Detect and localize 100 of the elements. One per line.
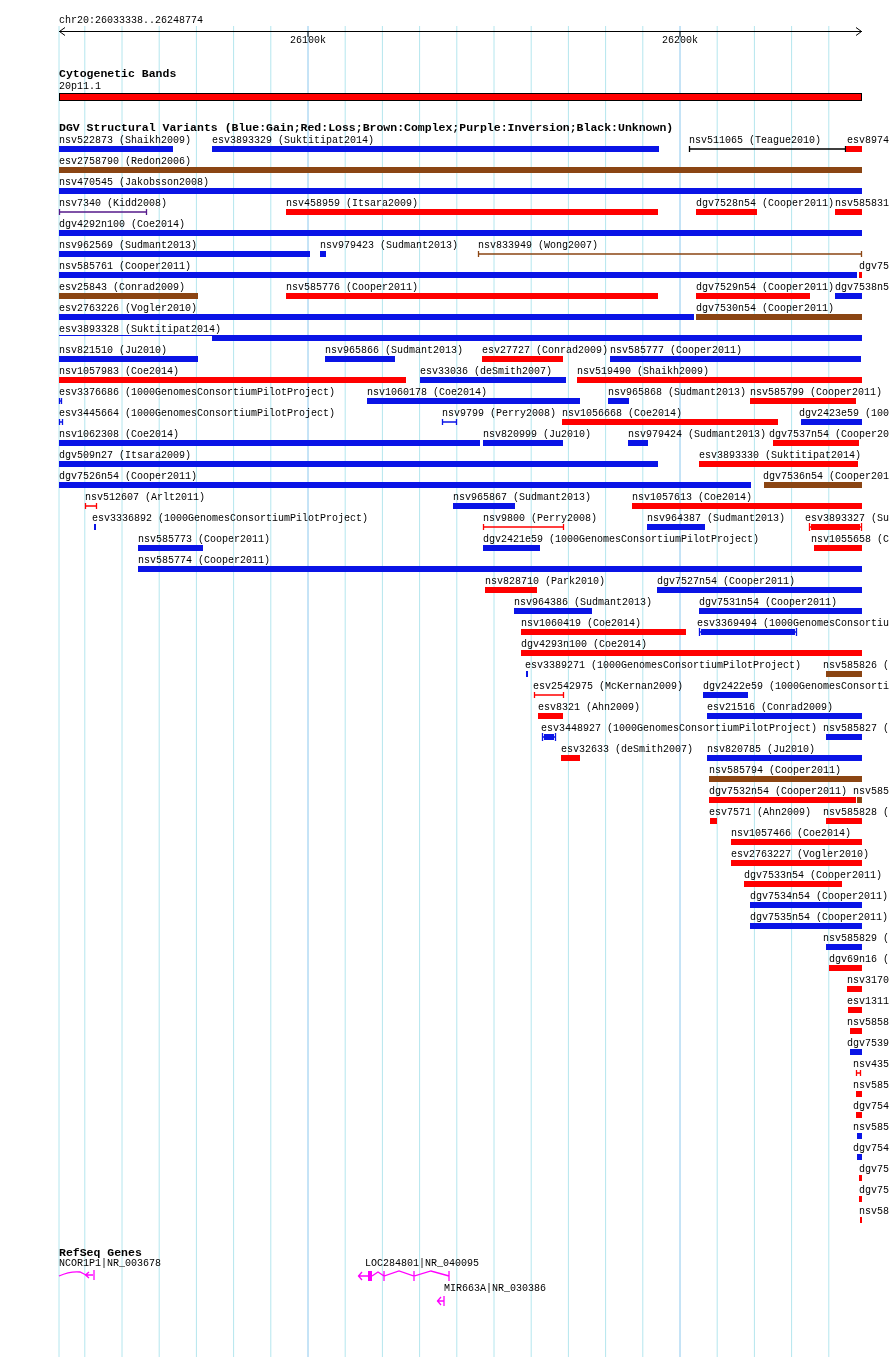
feature-label: nsv828710 (Park2010) bbox=[485, 576, 606, 587]
feature-label: nsv1057466 (Coe2014) bbox=[731, 828, 852, 839]
feature-label: nsv458959 (Itsara2009) bbox=[286, 198, 419, 209]
axis-tick-label: 26200k bbox=[662, 35, 698, 46]
feature-label: nsv1060178 (Coe2014) bbox=[367, 387, 488, 398]
feature-label: esv3893329 (Suktitipat2014) bbox=[212, 135, 375, 146]
track-label: MIR663A|NR_030386 bbox=[444, 1283, 547, 1294]
feature-label: nsv585761 (Cooper2011) bbox=[59, 261, 192, 272]
feature-label: nsv585799 (Cooper2011) bbox=[750, 387, 883, 398]
track-label: 20p11.1 bbox=[59, 81, 101, 92]
feature-label: nsv9799 (Perry2008) bbox=[442, 408, 557, 419]
feature-label: nsv512607 (Arlt2011) bbox=[85, 492, 206, 503]
feature-label: nsv470545 (Jakobsson2008) bbox=[59, 177, 210, 188]
feature-label: nsv820999 (Ju2010) bbox=[483, 429, 592, 440]
feature-label: nsv965866 (Sudmant2013) bbox=[325, 345, 464, 356]
feature-label: dgv7526n54 (Cooper2011) bbox=[59, 471, 198, 482]
feature-label: esv2763226 (Vogler2010) bbox=[59, 303, 198, 314]
feature-label: esv3893328 (Suktitipat2014) bbox=[59, 324, 222, 335]
feature-label: dgv75 bbox=[859, 1185, 889, 1196]
feature-label: nsv9800 (Perry2008) bbox=[483, 513, 598, 524]
feature-label: nsv585 bbox=[853, 1122, 889, 1133]
feature-label: nsv585829 ( bbox=[823, 933, 889, 944]
feature-label: esv1311 bbox=[847, 996, 889, 1007]
feature-label: nsv964387 (Sudmant2013) bbox=[647, 513, 786, 524]
feature-label: dgv7536n54 (Cooper201 bbox=[762, 471, 889, 482]
feature-label: esv2763227 (Vogler2010) bbox=[731, 849, 870, 860]
feature-label: dgv7530n54 (Cooper2011) bbox=[696, 303, 835, 314]
feature-label: esv2758790 (Redon2006) bbox=[59, 156, 192, 167]
feature-label: nsv979424 (Sudmant2013) bbox=[628, 429, 767, 440]
feature-label: dgv7538n5 bbox=[835, 282, 889, 293]
feature-label: nsv511065 (Teague2010) bbox=[689, 135, 822, 146]
feature-label: nsv1062308 (Coe2014) bbox=[59, 429, 180, 440]
feature-label: dgv754 bbox=[853, 1101, 889, 1112]
feature-label: esv3369494 (1000GenomesConsortiu bbox=[696, 618, 889, 629]
feature-label: dgv754 bbox=[853, 1143, 889, 1154]
feature-label: nsv3170 bbox=[847, 975, 889, 986]
feature-label: dgv75 bbox=[859, 1164, 889, 1175]
track-label: NCOR1P1|NR_003678 bbox=[59, 1258, 162, 1269]
feature-label: nsv585827 ( bbox=[823, 723, 889, 734]
feature-label: nsv585774 (Cooper2011) bbox=[138, 555, 271, 566]
feature-label: nsv979423 (Sudmant2013) bbox=[320, 240, 459, 251]
feature-label: dgv7537n54 (Cooper20 bbox=[768, 429, 889, 440]
feature-label: nsv435 bbox=[853, 1059, 889, 1070]
feature-label: esv21516 (Conrad2009) bbox=[707, 702, 834, 713]
feature-label: dgv7535n54 (Cooper2011) bbox=[750, 912, 889, 923]
feature-label: dgv2421e59 (1000GenomesConsortiumPilotProject) bbox=[483, 534, 760, 545]
track-label: chr20:26033338..26248774 bbox=[59, 15, 204, 26]
feature-label: esv7571 (Ahn2009) bbox=[709, 807, 812, 818]
feature-label: nsv962569 (Sudmant2013) bbox=[59, 240, 198, 251]
axis-tick-label: 26100k bbox=[290, 35, 326, 46]
feature-label: dgv7533n54 (Cooper2011) bbox=[744, 870, 883, 881]
feature-label: nsv833949 (Wong2007) bbox=[478, 240, 599, 251]
feature-label: nsv585773 (Cooper2011) bbox=[138, 534, 271, 545]
feature-label: nsv585828 ( bbox=[823, 807, 889, 818]
feature-label: nsv585831 bbox=[835, 198, 889, 209]
feature-label: nsv1056668 (Coe2014) bbox=[562, 408, 683, 419]
feature-label: esv3376686 (1000GenomesConsortiumPilotProject) bbox=[59, 387, 336, 398]
track-title: Cytogenetic Bands bbox=[59, 67, 177, 80]
feature-label: esv3445664 (1000GenomesConsortiumPilotProject) bbox=[59, 408, 336, 419]
track-title: DGV Structural Variants (Blue:Gain;Red:Loss;Brown:Complex;Purple:Inversion;Black:Unknown) bbox=[59, 121, 674, 134]
feature-label: esv3448927 (1000GenomesConsortiumPilotProject) bbox=[541, 723, 818, 734]
feature-label: dgv69n16 ( bbox=[829, 954, 889, 965]
feature-label: dgv75 bbox=[859, 261, 889, 272]
feature-label: esv25843 (Conrad2009) bbox=[59, 282, 186, 293]
feature-label: nsv7340 (Kidd2008) bbox=[59, 198, 168, 209]
feature-label: dgv509n27 (Itsara2009) bbox=[59, 450, 192, 461]
feature-label: nsv821510 (Ju2010) bbox=[59, 345, 168, 356]
feature-label: dgv7529n54 (Cooper2011) bbox=[696, 282, 835, 293]
track-label: LOC284801|NR_040095 bbox=[365, 1258, 480, 1269]
feature-label: dgv7532n54 (Cooper2011) bbox=[709, 786, 848, 797]
feature-label: dgv7539 bbox=[847, 1038, 889, 1049]
feature-label: esv3336892 (1000GenomesConsortiumPilotProject) bbox=[92, 513, 369, 524]
feature-label: nsv1060419 (Coe2014) bbox=[521, 618, 642, 629]
feature-label: dgv2423e59 (100 bbox=[799, 408, 889, 419]
feature-label: nsv519490 (Shaikh2009) bbox=[577, 366, 710, 377]
feature-label: nsv1055658 (C bbox=[811, 534, 889, 545]
feature-label: esv3893327 (Su bbox=[805, 513, 889, 524]
feature-label: esv33036 (deSmith2007) bbox=[420, 366, 553, 377]
feature-label: nsv965867 (Sudmant2013) bbox=[453, 492, 592, 503]
feature-label: nsv1057613 (Coe2014) bbox=[632, 492, 753, 503]
feature-label: dgv7534n54 (Cooper2011) bbox=[750, 891, 889, 902]
feature-label: esv3389271 (1000GenomesConsortiumPilotProject) bbox=[525, 660, 802, 671]
feature-label: nsv522873 (Shaikh2009) bbox=[59, 135, 192, 146]
feature-label: nsv964386 (Sudmant2013) bbox=[514, 597, 653, 608]
feature-label: nsv1057983 (Coe2014) bbox=[59, 366, 180, 377]
feature-label: nsv5858 bbox=[847, 1017, 889, 1028]
feature-label: nsv585776 (Cooper2011) bbox=[286, 282, 419, 293]
feature-label: esv32633 (deSmith2007) bbox=[561, 744, 694, 755]
feature-label: dgv4293n100 (Coe2014) bbox=[521, 639, 648, 650]
feature-label: esv2542975 (McKernan2009) bbox=[533, 681, 684, 692]
feature-label: esv8974 bbox=[847, 135, 889, 146]
track-title: RefSeq Genes bbox=[59, 1246, 142, 1259]
feature-label: nsv965868 (Sudmant2013) bbox=[608, 387, 747, 398]
feature-label: nsv820785 (Ju2010) bbox=[707, 744, 816, 755]
feature-label: esv3893330 (Suktitipat2014) bbox=[699, 450, 862, 461]
feature-label: nsv585794 (Cooper2011) bbox=[709, 765, 842, 776]
feature-label: nsv585777 (Cooper2011) bbox=[610, 345, 743, 356]
feature-label: esv27727 (Conrad2009) bbox=[482, 345, 609, 356]
feature-label: nsv585 bbox=[853, 786, 889, 797]
feature-label: esv8321 (Ahn2009) bbox=[538, 702, 641, 713]
